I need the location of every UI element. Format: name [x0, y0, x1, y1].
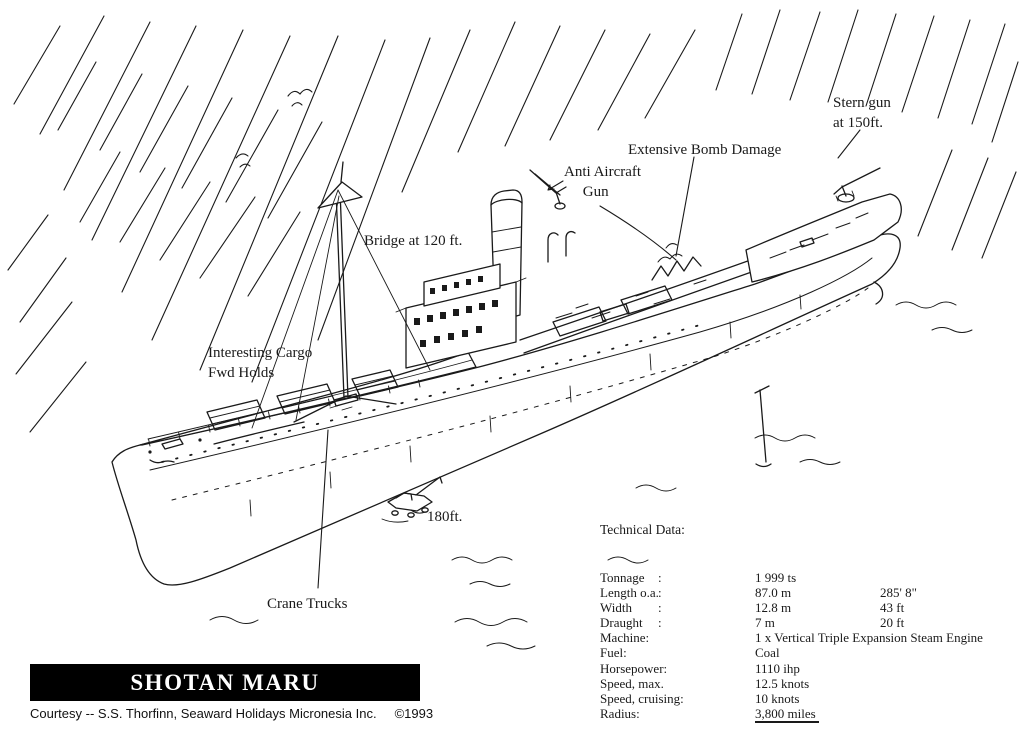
- tech-extra: [880, 645, 1024, 660]
- tech-extra: [880, 570, 1024, 585]
- credit-text: Courtesy -- S.S. Thorfinn, Seaward Holid…: [30, 706, 377, 721]
- technical-data-panel: Technical Data: Tonnage: 1 999 ts Length …: [600, 521, 1024, 723]
- label-cargo-holds: Interesting Cargo Fwd Holds: [208, 345, 313, 381]
- tech-extra: [880, 676, 1024, 691]
- tech-extra: 285' 8": [880, 585, 917, 601]
- tech-value: 3,800 miles: [755, 706, 819, 723]
- tech-row-draught: Draught: 7 m 20 ft: [600, 615, 1024, 630]
- tech-label: Radius:: [600, 705, 640, 721]
- stern-gun-drawing: [833, 167, 881, 203]
- leader-arrow-aa-gun: [547, 180, 564, 191]
- tech-label: Speed, max.: [600, 675, 664, 691]
- tech-row-speed-cruising: Speed, cruising: 10 knots: [600, 691, 1024, 706]
- tech-row-width: Width: 12.8 m 43 ft: [600, 600, 1024, 615]
- tech-colon: [658, 645, 755, 660]
- label-crane-trucks: Crane Trucks: [267, 596, 348, 612]
- tech-value: 12.5 knots: [755, 675, 810, 691]
- ship-hull: [111, 233, 901, 586]
- seabed-pole: [754, 385, 772, 468]
- tech-colon: [658, 630, 755, 645]
- ship-drawing: [111, 161, 902, 586]
- credit-line: Courtesy -- S.S. Thorfinn, Seaward Holid…: [30, 706, 433, 721]
- label-180ft: 180ft.: [427, 509, 463, 525]
- label-stern-gun: Stern gun at 150ft.: [833, 95, 891, 131]
- bow-detail: [147, 359, 473, 464]
- leader-line-180ft: [410, 509, 426, 514]
- tech-extra: 20 ft: [880, 615, 905, 631]
- tech-extra: [880, 661, 1024, 676]
- hull-plating: [149, 257, 884, 517]
- aa-gun-drawing: [529, 169, 567, 210]
- tech-label: Width: [600, 600, 632, 616]
- tech-colon: :: [658, 570, 662, 585]
- ship-name: SHOTAN MARU: [130, 669, 320, 695]
- copyright-text: ©1993: [394, 706, 434, 721]
- leader-line-crane-trucks: [317, 429, 329, 589]
- tech-extra: 43 ft: [880, 600, 905, 616]
- fish-icons: [235, 88, 313, 168]
- crane-truck-drawing: [381, 476, 443, 523]
- leader-lines: [317, 129, 861, 589]
- tech-row-horsepower: Horsepower: 1110 ihp: [600, 661, 1024, 676]
- tech-value: 10 knots: [755, 690, 800, 706]
- foremast: [251, 161, 431, 429]
- water-ripples: [209, 301, 973, 650]
- tech-value: 1 999 ts: [755, 570, 797, 585]
- tech-colon: [658, 676, 755, 691]
- bridge-structure: [395, 263, 527, 369]
- tech-label: Length o.a.: [600, 585, 659, 601]
- technical-data-rows: Tonnage: 1 999 ts Length o.a.: 87.0 m 285' …: [600, 570, 1024, 723]
- bomb-damage-scribble: [651, 243, 702, 281]
- tech-label: Tonnage: [600, 570, 645, 585]
- tech-row-tonnage: Tonnage: 1 999 ts: [600, 570, 1024, 585]
- tech-label: Speed, cruising:: [600, 690, 684, 706]
- tech-colon: [658, 661, 755, 676]
- tech-value: 1110 ihp: [755, 660, 800, 676]
- label-bridge: Bridge at 120 ft.: [364, 233, 463, 249]
- leader-line-stern-gun: [837, 129, 861, 159]
- tech-row-machine: Machine: 1 x Vertical Triple Expansion St…: [600, 630, 1024, 645]
- tech-colon: :: [658, 615, 662, 631]
- tech-value: 1 x Vertical Triple Expansion Steam Engi…: [755, 630, 983, 646]
- tech-row-radius: Radius: 3,800 miles: [600, 706, 1024, 723]
- tech-extra: [880, 691, 1024, 706]
- tech-value: 87.0 m: [755, 585, 792, 601]
- label-aa-gun: Anti Aircraft Gun: [564, 164, 642, 200]
- tech-value: 12.8 m: [755, 600, 792, 616]
- tech-extra: [880, 706, 1024, 723]
- tech-colon: [658, 706, 755, 723]
- tech-value: 7 m: [755, 615, 775, 631]
- tech-colon: :: [658, 600, 662, 616]
- tech-row-length: Length o.a.: 87.0 m 285' 8": [600, 585, 1024, 600]
- bridge-windows: [414, 276, 498, 347]
- tech-row-fuel: Fuel: Coal: [600, 645, 1024, 660]
- tech-colon: [658, 691, 755, 706]
- tech-label: Horsepower:: [600, 660, 668, 676]
- label-bomb-damage: Extensive Bomb Damage: [628, 142, 782, 158]
- aft-deck-detail: [547, 231, 707, 322]
- tech-value: Coal: [755, 645, 780, 661]
- poop-deck: [745, 193, 902, 283]
- tech-label: Machine:: [600, 630, 650, 646]
- tech-label: Fuel:: [600, 645, 627, 661]
- tech-row-speed-max: Speed, max. 12.5 knots: [600, 676, 1024, 691]
- tech-label: Draught: [600, 615, 643, 631]
- tech-colon: :: [658, 585, 662, 601]
- leader-line-bomb-damage: [675, 156, 695, 257]
- tech-extra: [880, 630, 1024, 645]
- technical-data-heading: Technical Data:: [600, 522, 685, 537]
- reef-hatching: [7, 9, 1019, 433]
- title-banner: SHOTAN MARU: [30, 664, 420, 701]
- leader-line-aa-gun: [599, 205, 677, 261]
